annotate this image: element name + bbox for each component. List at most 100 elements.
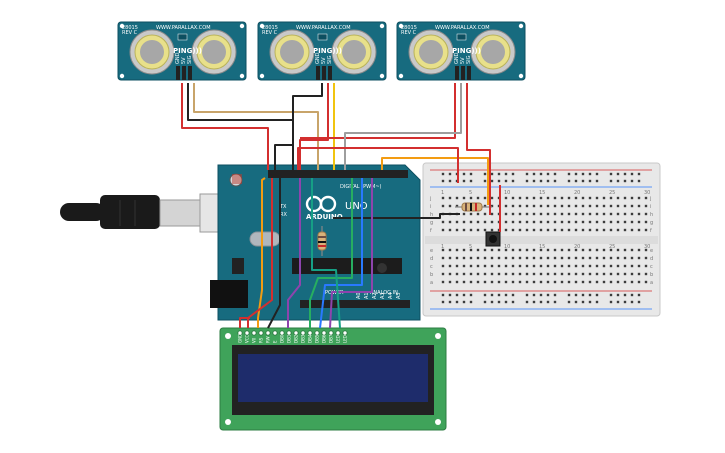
lcd-pin-label: DB0 <box>280 334 285 343</box>
lcd-pin-label: LED <box>343 335 348 343</box>
row-letter: i <box>430 204 431 210</box>
usb-cable <box>60 193 233 233</box>
lcd-pin[interactable] <box>328 330 334 336</box>
rx-label: RX <box>280 212 287 218</box>
lcd-pin[interactable] <box>251 330 257 336</box>
lcd-pin[interactable] <box>300 330 306 336</box>
column-number: 1 <box>441 190 444 196</box>
lcd-screen <box>238 354 428 402</box>
wires <box>181 83 501 329</box>
lcd-pin-label: DB3 <box>301 334 306 343</box>
sensor-name: PING))) <box>452 47 481 55</box>
row-letter: j <box>429 196 431 202</box>
column-number: 1 <box>441 244 444 250</box>
row-letter: b <box>430 272 433 278</box>
wire-black-button <box>333 213 460 219</box>
wire-sensor3-5v <box>344 83 462 170</box>
row-letter: e <box>430 248 433 254</box>
wire-sensor1-gnd <box>181 83 269 170</box>
row-letter: f <box>430 228 432 234</box>
lcd-pin[interactable] <box>314 330 320 336</box>
sensor-model: 28015 <box>262 25 278 31</box>
column-number: 20 <box>574 244 580 250</box>
sensor-site: WWW.PARALLAX.COM <box>435 25 490 31</box>
digital-label: DIGITAL (PWM~) <box>340 184 382 190</box>
arduino-brand: ARDUINO <box>306 213 343 221</box>
breadboard-holes <box>441 172 648 304</box>
lcd-pin-label: RS <box>259 337 264 343</box>
lcd-pin-label: GND <box>238 334 243 343</box>
wire-lcd-black <box>267 178 281 329</box>
lcd-pin[interactable] <box>258 330 264 336</box>
sensor-revision: REV C <box>401 30 417 36</box>
column-number: 10 <box>504 190 510 196</box>
wire-lcd-blue <box>319 178 363 329</box>
lcd-pin[interactable] <box>279 330 285 336</box>
wire-lcd-orange <box>257 177 266 328</box>
lcd-pin[interactable] <box>335 330 341 336</box>
wire-sensor2-5v <box>299 83 329 170</box>
transducer-left <box>408 29 454 75</box>
sensor-name: PING))) <box>173 47 202 55</box>
sensor-pin[interactable] <box>455 66 459 80</box>
lcd-pin[interactable] <box>237 330 243 336</box>
sensor-site: WWW.PARALLAX.COM <box>296 25 351 31</box>
sensor-pin[interactable] <box>328 66 332 80</box>
digital-header[interactable] <box>268 170 408 178</box>
sensor-pin[interactable] <box>182 66 186 80</box>
sensor-pin[interactable] <box>322 66 326 80</box>
sensor-pin-label: GND <box>454 52 460 64</box>
sensor-pin-label: 5V <box>460 57 466 64</box>
wire-orange-digital <box>381 157 489 205</box>
led-icon <box>456 33 467 41</box>
lcd-pin[interactable] <box>307 330 313 336</box>
lcd-pin[interactable] <box>293 330 299 336</box>
wire-red-power <box>297 147 459 183</box>
sensor-name: PING))) <box>313 47 342 55</box>
arduino-uno-board[interactable]: ARDUINO UNO DIGITAL (PWM~) POWER ANALOG … <box>210 164 421 321</box>
lcd-pin[interactable] <box>244 330 250 336</box>
sensor-pin[interactable] <box>176 66 180 80</box>
column-number: 10 <box>504 244 510 250</box>
lcd-pin[interactable] <box>342 330 348 336</box>
lcd-pin[interactable] <box>286 330 292 336</box>
row-letter: i <box>650 204 651 210</box>
row-letter: f <box>650 228 652 234</box>
row-letter: g <box>650 220 653 226</box>
sensor-pin[interactable] <box>467 66 471 80</box>
wire-lcd-green <box>309 178 353 328</box>
column-number: 30 <box>644 244 650 250</box>
led-icon <box>317 33 328 41</box>
lcd-pin[interactable] <box>272 330 278 336</box>
lcd-pin-label: DB7 <box>329 334 334 343</box>
row-letter: b <box>650 272 653 278</box>
wire-lcd-red <box>247 178 273 328</box>
row-letter: h <box>650 212 653 218</box>
breadboard-resistor <box>455 202 492 212</box>
lcd-pin[interactable] <box>321 330 327 336</box>
sensor-pin[interactable] <box>461 66 465 80</box>
analog-pin-label: A4 <box>388 292 394 299</box>
sensor-pin-label: SIG <box>327 55 333 64</box>
sensor-pin[interactable] <box>316 66 320 80</box>
analog-label: ANALOG IN <box>370 290 398 296</box>
power-analog-header[interactable] <box>300 300 410 308</box>
lcd-pin[interactable] <box>265 330 271 336</box>
wire-lcd-teal <box>311 178 341 329</box>
push-button[interactable] <box>485 231 501 247</box>
led-icon <box>177 33 188 41</box>
row-letter: h <box>430 212 433 218</box>
lcd-pin-label: DB1 <box>287 334 292 343</box>
lcd-pin-label: DB2 <box>294 334 299 343</box>
column-number: 25 <box>609 190 615 196</box>
sensor-model: 28015 <box>122 25 138 31</box>
lcd-pin-label: E <box>273 340 278 343</box>
transducer-left <box>129 29 175 75</box>
sensor-pin[interactable] <box>188 66 192 80</box>
